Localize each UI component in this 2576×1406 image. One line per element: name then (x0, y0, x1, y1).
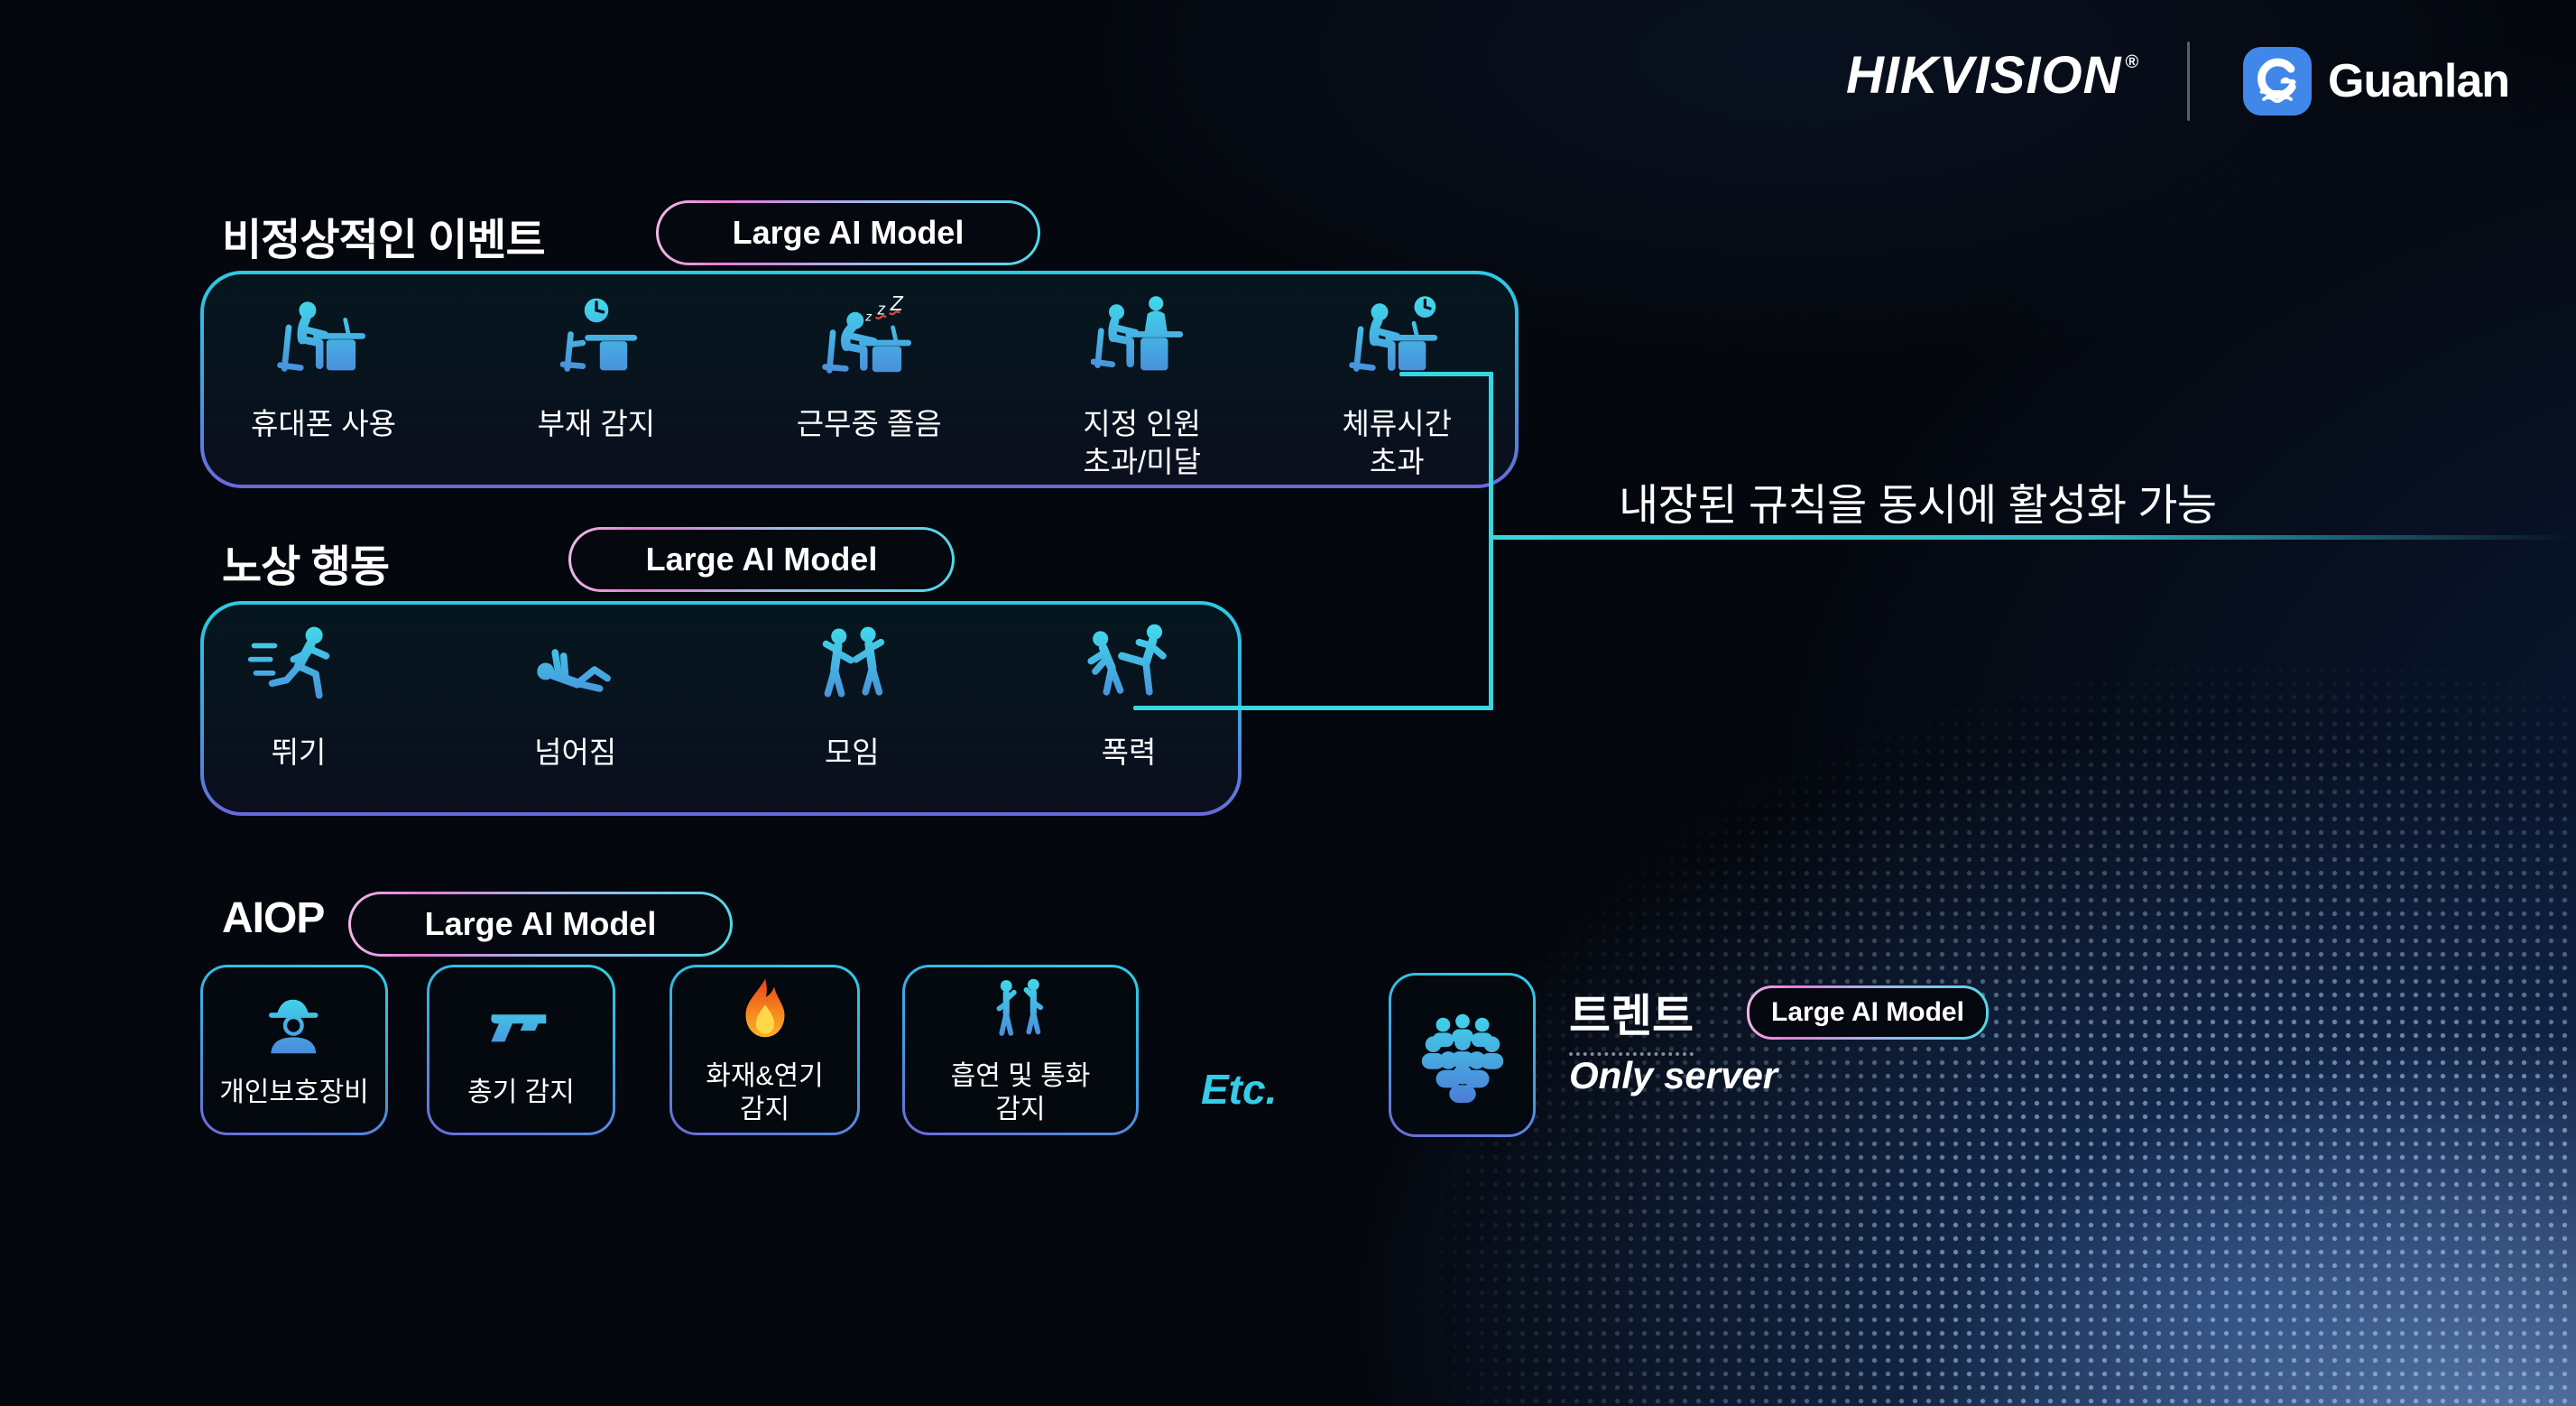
large-ai-model-badge-street: Large AI Model (568, 527, 955, 592)
snore-red-squiggles (875, 310, 901, 319)
badge-label: Large AI Model (732, 214, 965, 251)
connector-stub-abnormal (1399, 372, 1493, 376)
aiop-label: 총기 감지 (467, 1078, 575, 1108)
large-ai-model-badge-trend: Large AI Model (1747, 985, 1989, 1040)
feature-label: 근무중 졸음 (796, 406, 942, 440)
feature-label: 체류시간 초과 (1342, 406, 1452, 478)
snore-z-medium: z (877, 300, 886, 318)
violence-icon (1087, 624, 1167, 696)
feature-item-running: 뛰기 (247, 620, 350, 797)
feature-item-falling: 넘어짐 (524, 620, 627, 797)
overstay-clock-desk-icon (1349, 295, 1438, 372)
etc-label: Etc. (1201, 1066, 1278, 1113)
smoking-call-icon (996, 978, 1044, 1036)
feature-label: 모임 (824, 735, 880, 769)
feature-label: 지정 인원 초과/미달 (1083, 406, 1201, 478)
feature-item-drowsiness: z z Z 근무중 졸음 (797, 291, 942, 468)
hikvision-logo-text: HIKVISION (1846, 46, 2122, 105)
running-icon (247, 626, 330, 699)
aiop-box-ppe: 개인보호장비 (200, 965, 388, 1135)
aiop-label: 흡연 및 통화 감지 (950, 1060, 1091, 1124)
badge-label: Large AI Model (1771, 997, 1964, 1027)
badge-label: Large AI Model (645, 541, 878, 578)
section-title-abnormal-events: 비정상적인 이벤트 (222, 217, 546, 264)
snore-z-large: Z (890, 291, 904, 315)
fire-smoke-icon (745, 978, 784, 1038)
feature-label: 휴대폰 사용 (251, 406, 396, 440)
sleeping-at-desk-icon: z z Z (822, 291, 912, 374)
feature-label: 넘어짐 (534, 735, 617, 769)
trend-title: 트렌트 (1569, 980, 1694, 1056)
feature-label: 부재 감지 (537, 406, 656, 440)
feature-item-people-count: 지정 인원 초과/미달 (1083, 291, 1201, 478)
connector-annotation-line (1489, 535, 2571, 540)
guanlan-logo-text: Guanlan (2328, 55, 2510, 107)
aiop-label: 화재&연기 감지 (706, 1060, 824, 1124)
section-title-street-behavior: 노상 행동 (222, 543, 390, 591)
people-count-at-desk-icon (1090, 295, 1183, 370)
connector-vertical-line (1489, 372, 1493, 710)
badge-label: Large AI Model (424, 905, 657, 942)
annotation-text: 내장된 규칙을 동시에 활성화 가능 (1619, 482, 2217, 530)
feature-item-absence-detection: 부재 감지 (537, 291, 656, 468)
large-ai-model-badge-aiop: Large AI Model (348, 892, 733, 957)
snore-z-small: z (864, 310, 872, 324)
feature-item-phone-use: 휴대폰 사용 (251, 291, 396, 468)
ppe-worker-icon (269, 999, 319, 1054)
crowd-icon (1421, 1013, 1503, 1104)
empty-desk-clock-icon (559, 298, 637, 372)
aiop-label: 개인보호장비 (219, 1078, 369, 1108)
street-behavior-group: 뛰기 넘어짐 모임 (200, 601, 1242, 816)
logo-separator (2187, 42, 2190, 121)
guanlan-wave-icon (2257, 58, 2296, 103)
feature-label: 폭력 (1101, 735, 1157, 769)
aiop-box-smoking-call: 흡연 및 통화 감지 (902, 965, 1139, 1135)
large-ai-model-badge-abnormal: Large AI Model (656, 200, 1040, 265)
hikvision-logo: HIKVISION® (1846, 45, 2139, 106)
guanlan-logo-icon (2243, 47, 2312, 116)
abnormal-events-group: 휴대폰 사용 부재 감지 (200, 271, 1519, 488)
gathering-icon (823, 626, 885, 698)
trend-subtitle: Only server (1569, 1054, 1778, 1096)
section-title-aiop: AIOP (222, 894, 325, 942)
registered-mark: ® (2125, 52, 2140, 72)
feature-item-gathering: 모임 (800, 620, 903, 797)
connector-stub-street (1133, 706, 1493, 710)
aiop-box-fire-smoke: 화재&연기 감지 (669, 965, 860, 1135)
feature-label: 뛰기 (271, 735, 327, 769)
person-using-phone-at-desk-icon (277, 301, 366, 372)
gun-detection-icon (490, 1014, 546, 1042)
feature-item-violence: 폭력 (1077, 620, 1180, 797)
falling-icon (536, 649, 611, 692)
feature-item-overstay: 체류시간 초과 (1343, 291, 1452, 478)
trend-box (1389, 973, 1536, 1137)
aiop-box-gun: 총기 감지 (427, 965, 615, 1135)
